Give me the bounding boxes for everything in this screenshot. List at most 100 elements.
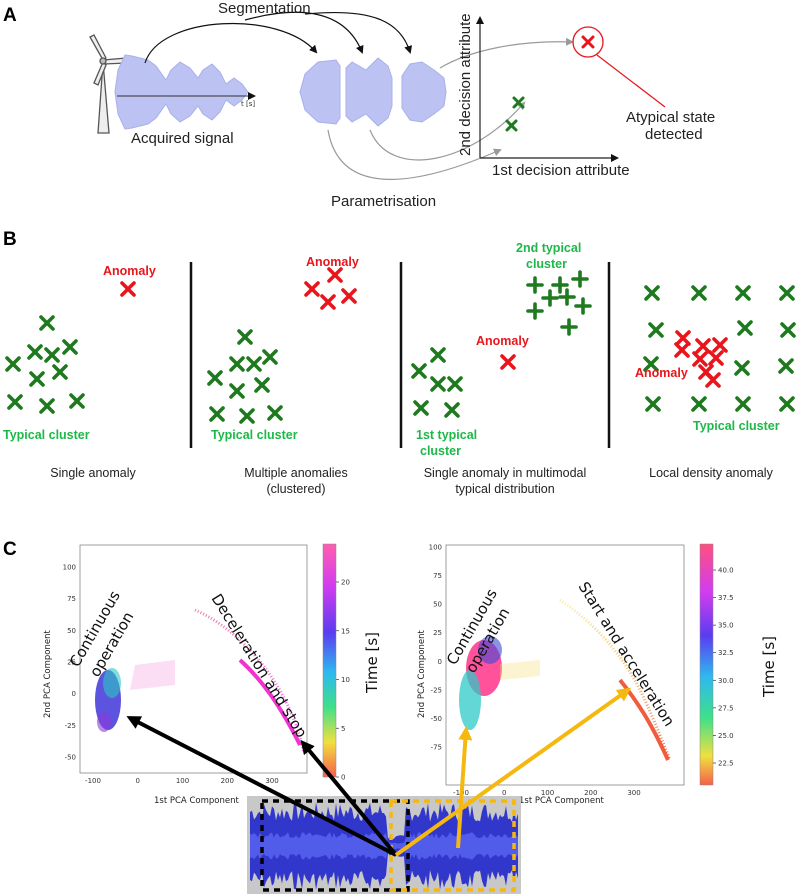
caption-single-anomaly: Single anomaly <box>50 466 136 480</box>
cross-mark <box>246 356 262 372</box>
acquired-signal-waveform: t [s] <box>114 54 256 130</box>
continuous-cluster-edge <box>97 712 111 732</box>
x-tick-label: 0 <box>136 777 140 785</box>
plus-mark <box>541 289 559 307</box>
acquired-signal-label: Acquired signal <box>131 130 234 147</box>
x-tick-label: 100 <box>176 777 189 785</box>
cross-mark <box>735 396 751 412</box>
x-tick-label: 200 <box>221 777 234 785</box>
cross-mark <box>695 338 711 354</box>
segmentation-arrow-1 <box>144 22 318 64</box>
parametrisation-label: Parametrisation <box>331 193 436 210</box>
y-tick-label: 25 <box>433 629 442 637</box>
caption-multimodal: Single anomaly in multimodal <box>424 466 587 480</box>
cross-mark <box>778 358 794 374</box>
scatter-marks <box>5 267 796 424</box>
yellow-arrow-continuous <box>456 726 473 849</box>
colorbar-tick-label: 10 <box>341 676 350 684</box>
cross-mark <box>207 370 223 386</box>
plus-mark <box>571 270 589 288</box>
cross-mark <box>267 405 283 421</box>
cross-mark <box>708 350 724 366</box>
colorbar-tick-label: 37.5 <box>718 594 734 602</box>
parametrisation-arrow-1 <box>327 129 502 180</box>
cross-mark <box>500 354 516 370</box>
cross-mark <box>7 394 23 410</box>
plus-mark <box>558 288 576 306</box>
colorbar-tick-label: 22.5 <box>718 760 734 768</box>
colorbar-tick-label: 27.5 <box>718 704 734 712</box>
cross-mark <box>304 281 320 297</box>
cross-mark <box>411 363 427 379</box>
cross-mark <box>444 402 460 418</box>
cross-mark <box>239 408 255 424</box>
typical-cluster-label: Typical cluster <box>693 419 780 433</box>
panel-b-letter: B <box>3 229 17 250</box>
colorbar-tick-label: 32.5 <box>718 649 734 657</box>
x-tick-label: 0 <box>502 789 506 797</box>
left-xlabel: 1st PCA Component <box>154 796 239 806</box>
plus-mark <box>526 276 544 294</box>
colorbar-tick-label: 0 <box>341 774 345 782</box>
atypical-leader-line <box>596 54 666 108</box>
cross-mark <box>229 383 245 399</box>
cross-mark <box>44 347 60 363</box>
x-tick-label: 300 <box>627 789 640 797</box>
cross-mark <box>229 356 245 372</box>
typical-point <box>505 119 518 132</box>
plus-mark <box>574 297 592 315</box>
continuous-cluster-edge <box>478 636 502 664</box>
cross-mark <box>705 372 721 388</box>
cross-mark <box>27 344 43 360</box>
anomaly-label: Anomaly <box>103 264 156 278</box>
colorbar-tick-label: 20 <box>341 579 350 587</box>
colorbar-tick-label: 15 <box>341 627 350 635</box>
anomaly-label: Anomaly <box>306 255 359 269</box>
plus-mark <box>526 302 544 320</box>
right-ylabel: 2nd PCA Component <box>417 630 427 718</box>
cross-mark <box>780 322 796 338</box>
cross-mark <box>645 396 661 412</box>
cross-mark <box>320 294 336 310</box>
y-tick-label: 100 <box>429 544 442 552</box>
cross-mark <box>69 393 85 409</box>
cross-mark <box>29 371 45 387</box>
segmentation-label: Segmentation <box>218 0 311 17</box>
right-xlabel: 1st PCA Component <box>519 796 604 806</box>
left-ylabel: 2nd PCA Component <box>43 630 53 718</box>
panel-a-letter: A <box>3 5 17 26</box>
cross-mark <box>779 285 795 301</box>
cross-mark <box>644 285 660 301</box>
yellow-segment-box <box>389 799 516 892</box>
panel-a: A t [s] Acquired signal Segmentation <box>3 0 715 210</box>
atypical-point <box>581 35 595 49</box>
panel-b: B Anomaly Typical cluster Anomaly Typica… <box>3 229 796 496</box>
cross-mark <box>5 356 21 372</box>
left-colorbar <box>322 543 337 778</box>
caption-clustered: (clustered) <box>266 482 325 496</box>
y-tick-label: 0 <box>438 658 442 666</box>
cross-mark <box>430 347 446 363</box>
deceleration-trail <box>194 608 306 754</box>
caption-multiple-anomalies: Multiple anomalies <box>244 466 348 480</box>
cross-mark <box>254 377 270 393</box>
typical-point <box>512 96 525 109</box>
atypical-circle <box>572 26 604 58</box>
parametrisation-arrow-2 <box>369 101 526 161</box>
typical-cluster-label: Typical cluster <box>211 428 298 442</box>
x-tick-label: 200 <box>584 789 597 797</box>
cross-mark <box>779 396 795 412</box>
colorbar-tick-label: 5 <box>341 725 345 733</box>
first-decision-attribute-label: 1st decision attribute <box>492 162 630 179</box>
first-typical-cluster-label-2: cluster <box>420 444 461 458</box>
left-plot-frame <box>79 544 308 774</box>
colorbar-tick-label: 30.0 <box>718 677 734 685</box>
anomaly-label: Anomaly <box>635 366 688 380</box>
cross-mark <box>648 322 664 338</box>
cross-mark <box>62 339 78 355</box>
cross-mark <box>691 396 707 412</box>
acceleration-dense <box>618 678 670 761</box>
cross-mark <box>341 288 357 304</box>
